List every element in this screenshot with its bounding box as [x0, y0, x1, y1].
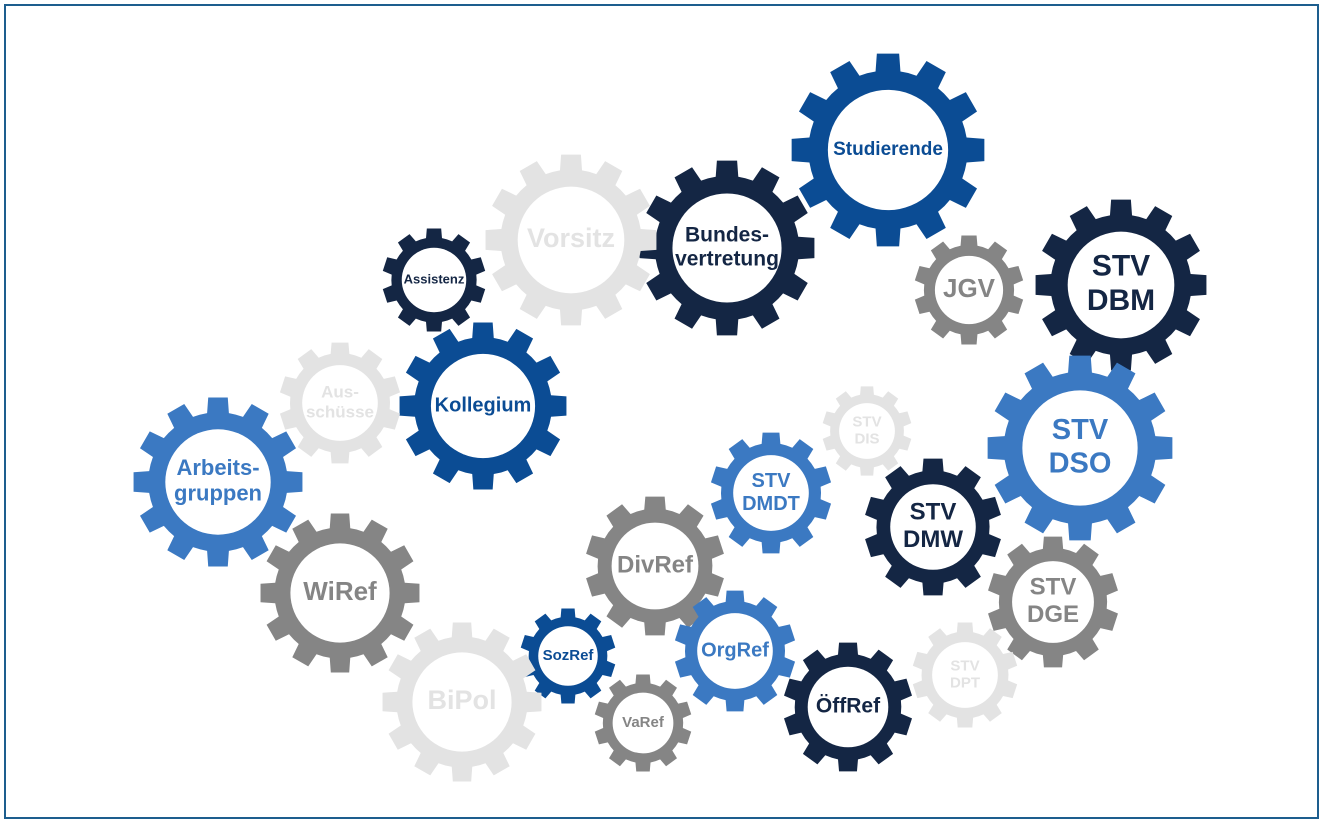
gear-ausschuesse: Aus-schüsse	[279, 342, 401, 464]
gear-label: DMDT	[742, 493, 800, 515]
gear-divref: DivRef	[586, 496, 724, 636]
gear-label: STV	[752, 470, 792, 492]
gear-center	[733, 455, 809, 531]
gear-label: VaRef	[622, 714, 665, 731]
gear-label: Assistenz	[404, 271, 465, 286]
gear-center	[1022, 390, 1138, 506]
gear-assistenz: Assistenz	[382, 228, 486, 332]
gear-center	[827, 89, 949, 211]
gear-label: DGE	[1027, 601, 1079, 628]
gear-center	[934, 255, 1004, 325]
gear-center	[1012, 561, 1094, 643]
gear-wiref: WiRef	[260, 513, 420, 673]
gear-center	[412, 652, 512, 752]
gear-center	[538, 626, 598, 686]
gear-center	[611, 522, 699, 610]
gear-center	[839, 403, 895, 459]
gear-label: JGV	[943, 273, 996, 303]
gear-label: STV	[910, 499, 957, 526]
gear-sozref: SozRef	[520, 608, 616, 704]
gear-arbeitsgruppen: Arbeits-gruppen	[133, 397, 303, 567]
gear-label: vertretung	[675, 248, 779, 271]
gear-center	[890, 484, 976, 570]
gear-label: DSO	[1049, 447, 1112, 479]
gear-label: DPT	[950, 675, 980, 692]
gear-label: SozRef	[543, 647, 595, 664]
gear-orgref: OrgRef	[674, 590, 796, 712]
gear-center	[807, 666, 889, 748]
gear-center	[165, 429, 271, 535]
gear-center	[1067, 231, 1175, 339]
gear-center	[612, 692, 674, 754]
gear-center	[290, 543, 390, 643]
gear-label: WiRef	[303, 576, 377, 606]
gear-label: DivRef	[617, 551, 694, 578]
gear-label: Kollegium	[435, 394, 532, 416]
gear-label: DBM	[1087, 284, 1155, 317]
gear-label: Bundes-	[685, 223, 769, 246]
gear-label: schüsse	[306, 402, 374, 421]
gear-bundesvertretung: Bundes-vertretung	[639, 160, 815, 336]
gear-center	[401, 247, 467, 313]
gear-jgv: JGV	[914, 235, 1024, 345]
gear-label: DMW	[903, 526, 963, 553]
gear-center	[697, 613, 773, 689]
gear-label: OrgRef	[701, 639, 769, 661]
gear-label: Arbeits-	[176, 455, 259, 480]
gear-label: BiPol	[427, 685, 496, 715]
gear-label: STV	[950, 657, 979, 674]
gear-label: DIS	[854, 431, 879, 448]
gear-label: Vorsitz	[527, 223, 615, 253]
gear-studierende: Studierende	[791, 53, 985, 247]
gear-label: STV	[1052, 414, 1109, 446]
gear-bipol: BiPol	[382, 622, 542, 782]
gear-kollegium: Kollegium	[399, 322, 567, 490]
gear-label: gruppen	[174, 480, 262, 505]
gear-center	[672, 193, 782, 303]
gear-center	[430, 353, 536, 459]
gear-center	[932, 642, 998, 708]
gear-varef: VaRef	[594, 674, 692, 772]
gear-center	[302, 365, 378, 441]
gear-label: STV	[1092, 250, 1150, 283]
gear-vorsitz: Vorsitz	[485, 154, 657, 326]
gear-label: Aus-	[321, 383, 359, 402]
gear-label: STV	[1030, 574, 1077, 601]
gear-label: STV	[852, 413, 881, 430]
gear-center	[517, 186, 625, 294]
gear-label: ÖffRef	[816, 695, 881, 718]
gear-label: Studierende	[833, 139, 943, 160]
gear-oeffref: ÖffRef	[784, 642, 912, 772]
